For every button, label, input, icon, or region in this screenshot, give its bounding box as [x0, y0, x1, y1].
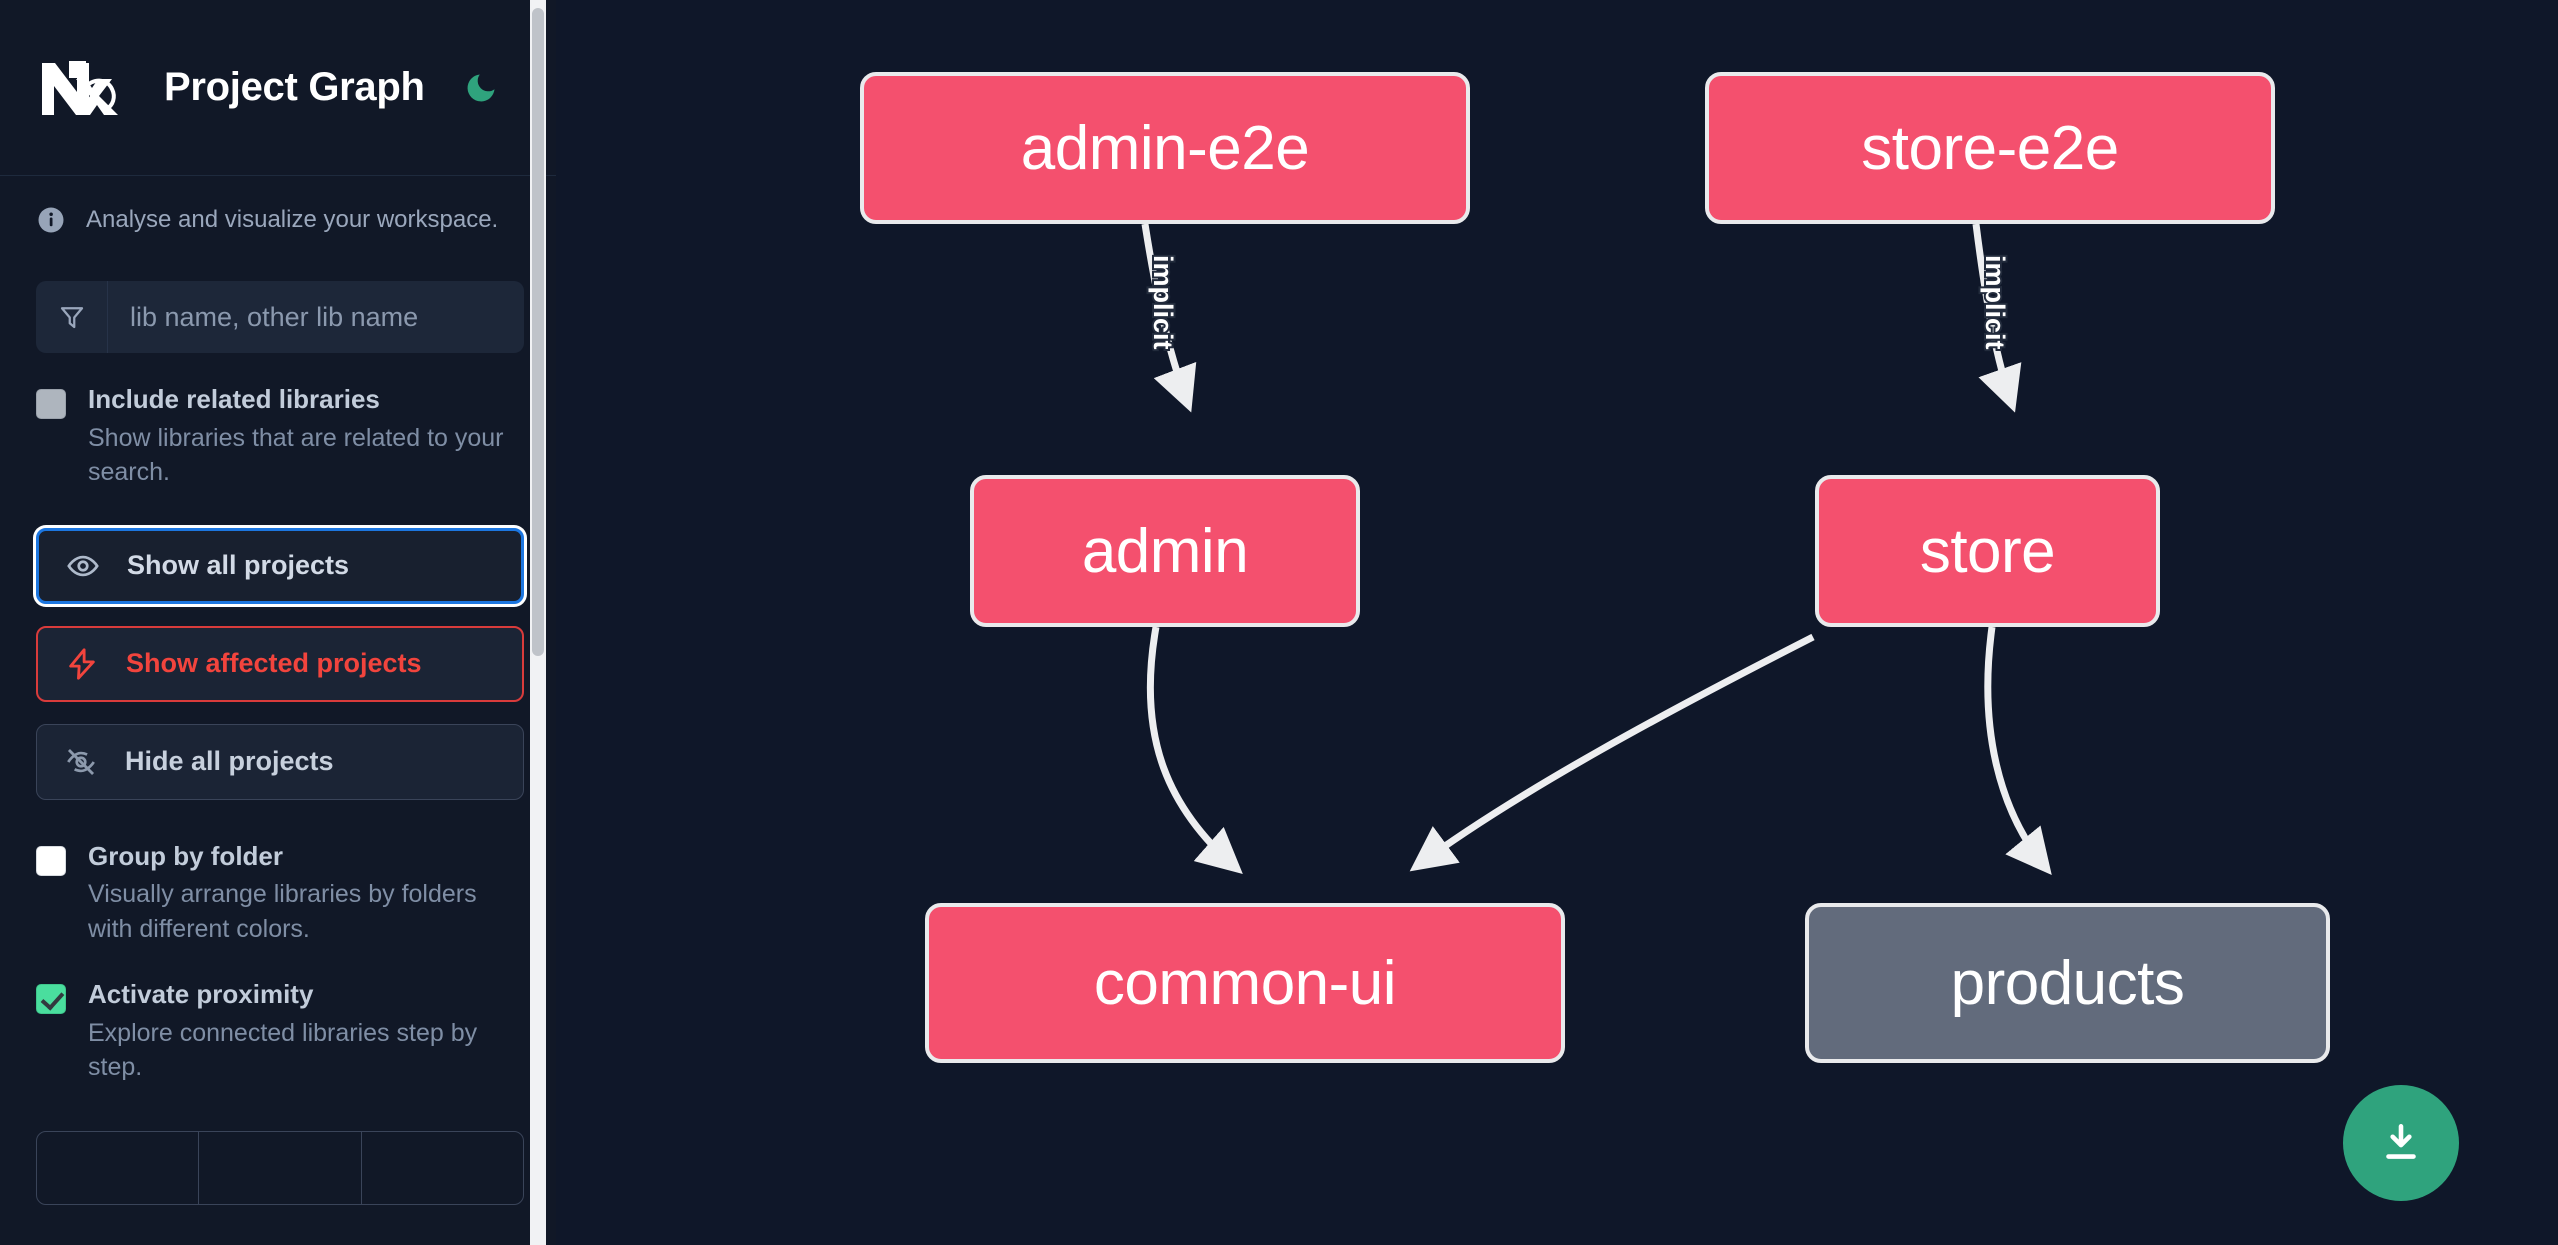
- button-label: Show all projects: [127, 550, 350, 581]
- node-label: store-e2e: [1861, 113, 2119, 183]
- edge-store-to-common-ui: [1409, 633, 1815, 872]
- info-circle-icon: [36, 205, 66, 235]
- checkbox-label: Activate proximity: [88, 979, 314, 1010]
- checkbox-include-related-libraries[interactable]: Include related libraries Show libraries…: [0, 353, 560, 490]
- download-icon: [2386, 1124, 2416, 1159]
- button-label: Hide all projects: [125, 746, 334, 777]
- edge-store-e2e-to-store: [1972, 223, 2022, 413]
- graph-node-admin-e2e[interactable]: admin-e2e: [860, 72, 1470, 224]
- segment-1[interactable]: [37, 1131, 200, 1204]
- sidebar-scrollbar-thumb[interactable]: [532, 8, 544, 656]
- sidebar-header: Project Graph: [0, 0, 560, 176]
- sidebar-divider: [556, 0, 560, 1245]
- text-filter-segmented-control[interactable]: [36, 1130, 524, 1205]
- graph-node-common-ui[interactable]: common-ui: [925, 903, 1565, 1063]
- filter-section: [0, 235, 560, 354]
- graph-node-store[interactable]: store: [1815, 475, 2160, 627]
- funnel-icon: [36, 281, 108, 354]
- activate-proximity-checkbox[interactable]: [36, 984, 66, 1015]
- node-label: common-ui: [1093, 948, 1397, 1018]
- show-affected-projects-button[interactable]: Show affected projects: [36, 625, 524, 702]
- checkbox-group-by-folder[interactable]: Group by folder Visually arrange librari…: [0, 800, 560, 947]
- nx-logo: [36, 55, 128, 121]
- node-label: products: [1950, 948, 2185, 1018]
- edge-store-to-products: [1984, 626, 2052, 876]
- workspace-info: Analyse and visualize your workspace.: [0, 176, 560, 235]
- segment-2[interactable]: [199, 1131, 362, 1204]
- node-label: admin: [1081, 516, 1249, 586]
- node-label: store: [1919, 516, 2056, 586]
- moon-icon[interactable]: [461, 68, 501, 108]
- checkbox-description: Explore connected libraries step by step…: [88, 1018, 478, 1082]
- sidebar-scrollbar[interactable]: [530, 0, 546, 1245]
- workspace-info-text: Analyse and visualize your workspace.: [86, 206, 499, 233]
- hide-all-projects-button[interactable]: Hide all projects: [36, 723, 524, 800]
- checkbox-description: Visually arrange libraries by folders wi…: [88, 880, 477, 943]
- checkbox-activate-proximity[interactable]: Activate proximity Explore connected lib…: [0, 946, 560, 1085]
- checkbox-label: Include related libraries: [88, 384, 380, 415]
- group-by-folder-checkbox[interactable]: [36, 845, 66, 876]
- eye-icon: [65, 548, 101, 584]
- projects-button-group: Show all projects Show affected projects: [0, 490, 560, 800]
- lightning-bolt-icon: [64, 646, 100, 682]
- show-all-projects-button[interactable]: Show all projects: [36, 527, 524, 604]
- eye-off-icon: [63, 744, 99, 780]
- download-graph-button[interactable]: [2343, 1085, 2459, 1201]
- edge-admin-to-common-ui: [1146, 626, 1243, 875]
- edge-admin-e2e-to-admin: [1141, 223, 1197, 413]
- edge-label-implicit-1: implicit: [1148, 255, 1178, 350]
- graph-node-store-e2e[interactable]: store-e2e: [1705, 72, 2275, 224]
- include-related-libraries-checkbox[interactable]: [36, 389, 66, 420]
- filter-box[interactable]: [36, 281, 524, 354]
- edge-label-implicit-2: implicit: [1980, 255, 2010, 350]
- sidebar: Project Graph Analyse and visualize your…: [0, 0, 560, 1245]
- search-input[interactable]: [108, 281, 524, 354]
- graph-node-products[interactable]: products: [1805, 903, 2330, 1063]
- checkbox-label: Group by folder: [88, 840, 283, 871]
- checkbox-description: Show libraries that are related to your …: [88, 423, 504, 487]
- page-title: Project Graph: [164, 65, 425, 109]
- segment-3[interactable]: [362, 1132, 523, 1204]
- graph-node-admin[interactable]: admin: [970, 475, 1360, 627]
- graph-canvas[interactable]: implicit implicit admin-e2e store-e2e ad…: [560, 0, 2558, 1245]
- node-label: admin-e2e: [1020, 113, 1310, 183]
- button-label: Show affected projects: [126, 648, 422, 679]
